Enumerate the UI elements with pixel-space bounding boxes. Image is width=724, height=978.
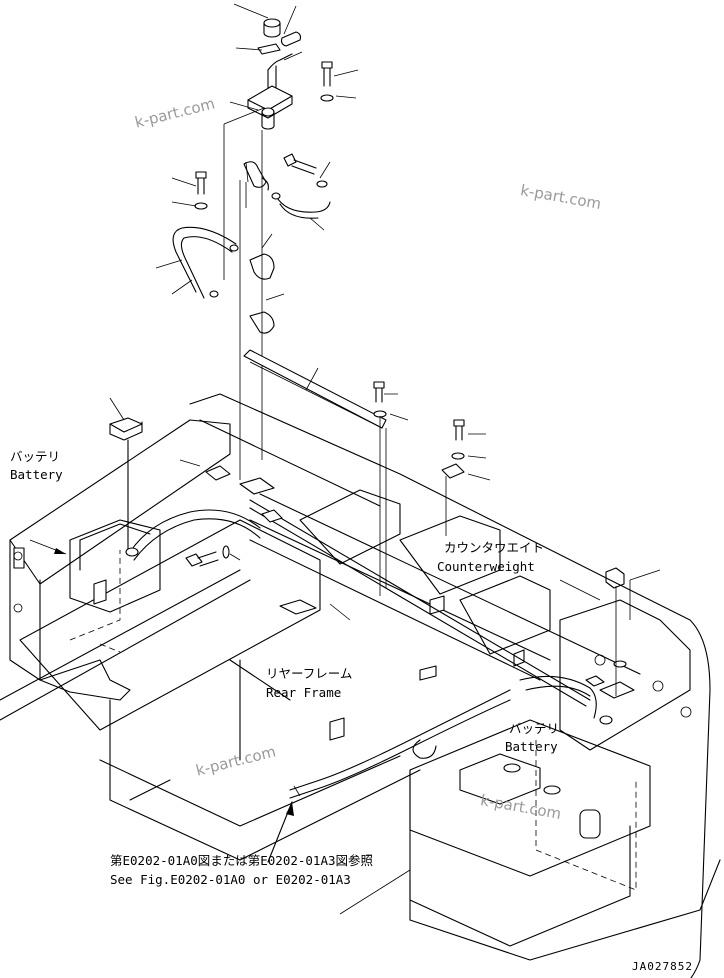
upper-hardware (172, 18, 334, 480)
strap-bracket (243, 349, 387, 429)
cables (39, 465, 637, 891)
reference-label-en: See Fig.E0202-01A0 or E0202-01A3 (110, 872, 351, 887)
reference-arrow-head (286, 802, 294, 816)
reference-label-jp: 第E0202-01A0図または第E0202-01A3図参照 (110, 853, 374, 868)
counterweight-label-jp: カウンタウエイト (444, 540, 545, 555)
battery-left-label-jp: バッテリ (10, 449, 61, 464)
drawing-code: JA027852 (632, 960, 693, 973)
battery-right-label-en: Battery (505, 739, 558, 754)
rear-frame-label-jp: リヤーフレーム (266, 666, 353, 681)
battery-left-label-en: Battery (10, 467, 63, 482)
counterweight-label-en: Counterweight (437, 559, 535, 574)
right-hardware (373, 381, 465, 596)
leader-lines (109, 3, 661, 915)
rear-frame-label-en: Rear Frame (266, 685, 342, 700)
machine-frame (0, 393, 721, 978)
battery-right-label-jp: バッテリ (509, 721, 560, 736)
